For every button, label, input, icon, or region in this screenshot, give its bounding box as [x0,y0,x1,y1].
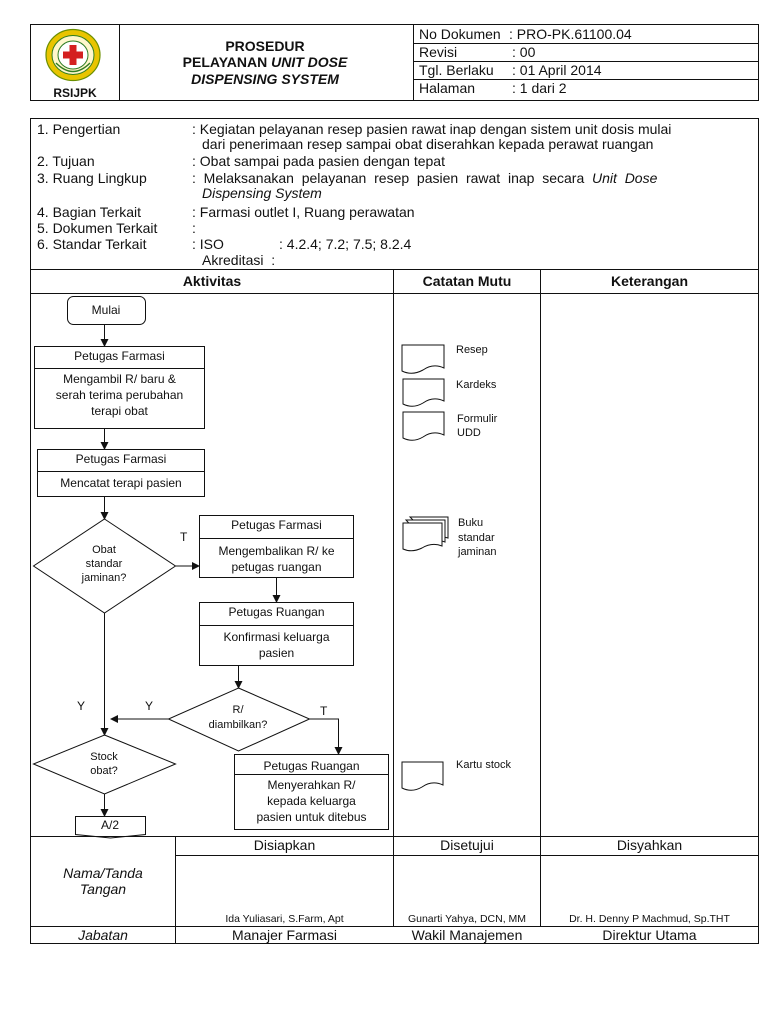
doc-title-line2: PELAYANAN UNIT DOSE [182,54,348,70]
meta-value-halaman: : 1 dari 2 [512,80,567,96]
record-label-udd: UDD [457,427,481,439]
connector-a2-label: A/2 [100,818,119,832]
process-box-kembalikan-resep-actor: Petugas Farmasi [200,516,353,539]
process-box-serahkan-resep-line1: Menyerahkan R/ [267,778,356,792]
process-box-kembalikan-resep-line1: Mengembalikan R/ ke [218,544,335,558]
process-box-serahkan-resep: Petugas Ruangan Menyerahkan R/ kepada ke… [234,754,389,830]
info-label-pengertian: 1. Pengertian [37,121,121,137]
decision-obat-standar-line3: jaminan? [81,572,127,584]
record-doc-formulir [402,411,445,441]
info-value-ruang-lingkup: : Melaksanakan pelayanan resep pasien ra… [192,170,658,186]
signatory-name-ratified: Dr. H. Denny P Machmud, Sp.THT [569,913,730,925]
record-doc-buku-1 [402,522,443,552]
meta-value-no-dokumen: : PRO-PK.61100.04 [509,26,632,42]
info-label-bagian-terkait: 4. Bagian Terkait [37,204,142,220]
position-prepared: Manajer Farmasi [231,927,338,943]
meta-label-halaman: Halaman [419,80,476,96]
decision-r-diambilkan-no-label: T [320,704,328,718]
info-label-standar-terkait: 6. Standar Terkait [37,236,147,252]
column-header-aktivitas: Aktivitas [182,273,242,289]
process-box-konfirmasi-keluarga-actor: Petugas Ruangan [200,603,353,626]
position-approved: Wakil Manajemen [411,927,523,943]
info-value-bagian-terkait: : Farmasi outlet I, Ruang perawatan [192,204,415,220]
start-label: Mulai [91,303,121,317]
column-header-catatan-mutu: Catatan Mutu [422,273,512,289]
record-label-resep: Resep [456,344,488,356]
record-doc-kardeks [402,378,445,407]
info-label-tujuan: 2. Tujuan [37,153,95,169]
record-label-standar: standar [458,532,495,544]
process-box-ambil-resep-line2: serah terima perubahan [55,388,184,402]
position-row-label: Jabatan [78,927,128,943]
decision-stock-obat-line1: Stock [90,751,118,763]
column-header-keterangan: Keterangan [610,273,689,289]
info-label-dokumen-terkait: 5. Dokumen Terkait [37,220,158,236]
process-box-serahkan-resep-line3: pasien untuk ditebus [256,810,367,824]
signature-header-disiapkan: Disiapkan [253,837,316,853]
info-value-pengertian-cont: dari penerimaan resep sampai obat disera… [202,136,654,152]
start-terminal [67,296,146,325]
meta-label-no-dokumen: No Dokumen [419,26,501,42]
process-box-konfirmasi-keluarga: Petugas Ruangan Konfirmasi keluarga pasi… [199,602,354,666]
record-label-formulir: Formulir [457,413,498,425]
process-box-catat-terapi-line1: Mencatat terapi pasien [60,476,182,490]
process-box-ambil-resep-line3: terapi obat [91,404,148,418]
record-label-buku: Buku [458,517,484,529]
process-box-kembalikan-resep: Petugas Farmasi Mengembalikan R/ ke petu… [199,515,354,578]
info-value-pengertian: : Kegiatan pelayanan resep pasien rawat … [192,121,672,137]
process-box-ambil-resep-line1: Mengambil R/ baru & [63,372,176,386]
decision-obat-standar-yes-label: Y [77,699,86,713]
decision-obat-standar-line2: standar [85,558,123,570]
meta-label-revisi: Revisi [419,44,458,60]
record-label-kartu-stock: Kartu stock [456,759,512,771]
info-value-iso-clauses: : 4.2.4; 7.2; 7.5; 8.2.4 [279,236,412,252]
position-ratified: Direktur Utama [602,927,697,943]
info-value-iso: : ISO [192,236,224,252]
decision-r-diambilkan [167,687,311,752]
meta-label-tgl-berlaku: Tgl. Berlaku [419,62,494,78]
decision-obat-standar-line1: Obat [92,544,116,556]
header-table [30,24,759,101]
decision-obat-standar-no-label: T [180,530,188,544]
record-doc-kartu [401,761,444,791]
record-doc-resep [401,344,445,374]
signature-label-line1: Nama/Tanda [63,865,143,881]
doc-title-line1: PROSEDUR [225,38,305,54]
connector-a2 [75,816,146,839]
logo-caption: RSIJPK [53,86,97,100]
decision-r-diambilkan-yes-label: Y [145,699,154,713]
doc-title-line3: DISPENSING SYSTEM [191,71,339,87]
info-label-ruang-lingkup: 3. Ruang Lingkup [37,170,147,186]
meta-value-tgl-berlaku: : 01 April 2014 [512,62,602,78]
process-box-catat-terapi: Petugas Farmasi Mencatat terapi pasien [37,449,205,497]
process-box-ambil-resep-actor: Petugas Farmasi [35,347,204,369]
decision-r-diambilkan-line2: diambilkan? [208,719,268,731]
record-label-jaminan: jaminan [458,546,497,558]
decision-r-diambilkan-line1: R/ [232,704,244,716]
meta-value-revisi: : 00 [512,44,536,60]
info-value-ruang-lingkup-cont: Dispensing System [202,185,322,201]
process-box-serahkan-resep-actor: Petugas Ruangan [235,755,388,775]
signature-header-disetujui: Disetujui [440,837,494,853]
signature-header-disyahkan: Disyahkan [616,837,683,853]
decision-stock-obat-line2: obat? [90,765,118,777]
hospital-logo [44,28,102,82]
signatory-name-prepared: Ida Yuliasari, S.Farm, Apt [225,913,344,925]
info-value-tujuan: : Obat sampai pada pasien dengan tepat [192,153,445,169]
process-box-konfirmasi-keluarga-line2: pasien [258,646,295,660]
logo-emblem-icon [45,28,101,82]
record-label-kardeks: Kardeks [456,379,497,391]
info-value-akreditasi: Akreditasi : [202,252,276,268]
process-box-catat-terapi-actor: Petugas Farmasi [38,450,204,472]
main-table [30,118,759,944]
process-box-konfirmasi-keluarga-line1: Konfirmasi keluarga [223,630,330,644]
process-box-kembalikan-resep-line2: petugas ruangan [231,560,322,574]
process-box-serahkan-resep-line2: kepada keluarga [267,794,356,808]
signature-label-line2: Tangan [79,881,127,897]
signatory-name-approved: Gunarti Yahya, DCN, MM [407,913,527,925]
process-box-ambil-resep: Petugas Farmasi Mengambil R/ baru & sera… [34,346,205,429]
info-value-dokumen-terkait: : [192,220,196,236]
